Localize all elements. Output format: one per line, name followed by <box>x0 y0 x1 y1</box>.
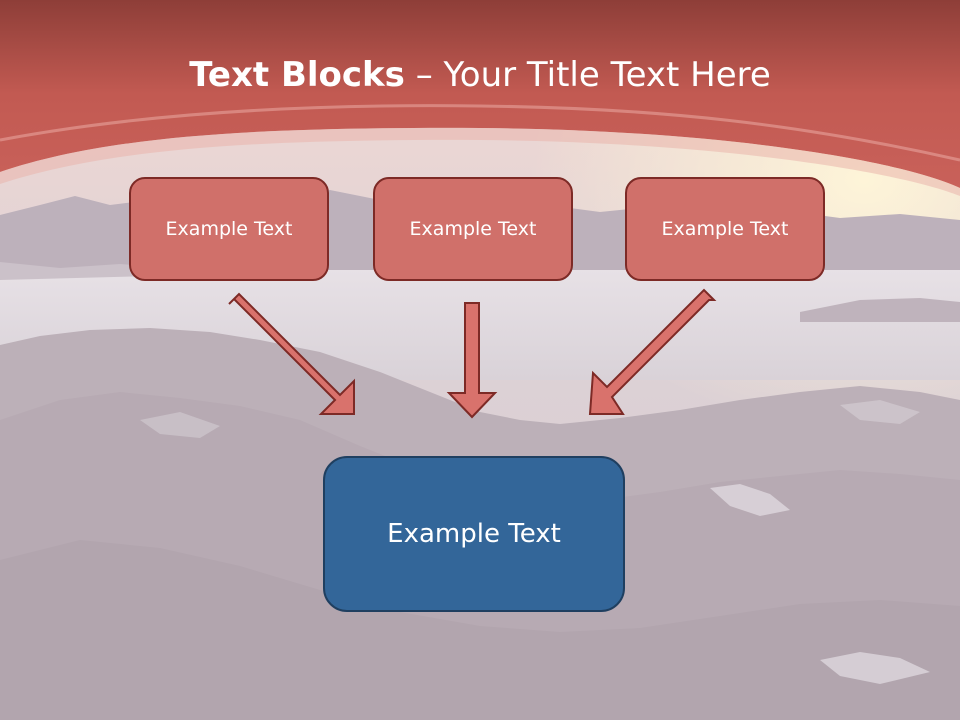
text-block-bottom[interactable]: Example Text <box>323 456 625 612</box>
title-bold-part: Text Blocks <box>189 55 405 95</box>
text-block-top-center[interactable]: Example Text <box>373 177 573 281</box>
text-block-top-left[interactable]: Example Text <box>129 177 329 281</box>
slide-title: Text Blocks – Your Title Text Here <box>0 52 960 98</box>
title-dash: – <box>404 55 444 95</box>
text-block-top-right[interactable]: Example Text <box>625 177 825 281</box>
title-rest: Your Title Text Here <box>443 55 771 95</box>
